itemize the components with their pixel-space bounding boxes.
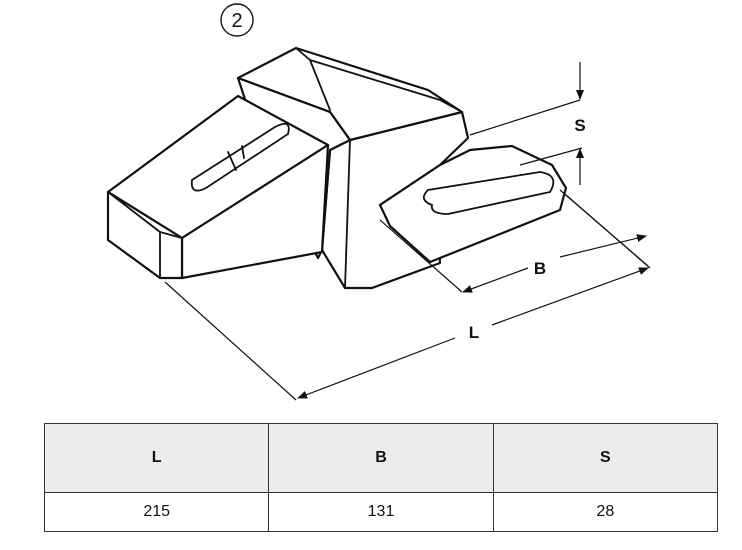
dimension-label-s: S: [574, 116, 585, 135]
dimension-table: L B S 215 131 28: [43, 423, 719, 532]
table-row: 215 131 28: [43, 492, 719, 532]
callout-number: 2: [231, 10, 242, 32]
table-header-row: L B S: [43, 423, 719, 493]
column-header-l: L: [43, 423, 270, 493]
column-header-s: S: [492, 423, 719, 493]
callout-marker: 2: [220, 3, 254, 37]
part-details: [107, 47, 555, 289]
value-s: 28: [492, 492, 719, 532]
value-b: 131: [268, 492, 494, 532]
part-drawing: 2: [106, 3, 651, 401]
value-l: 215: [43, 492, 270, 532]
dimension-label-b: B: [534, 259, 546, 278]
dimension-lines: [164, 62, 651, 401]
dimension-label-l: L: [469, 323, 479, 342]
column-header-b: B: [268, 423, 494, 493]
adapter-part: [106, 46, 568, 290]
